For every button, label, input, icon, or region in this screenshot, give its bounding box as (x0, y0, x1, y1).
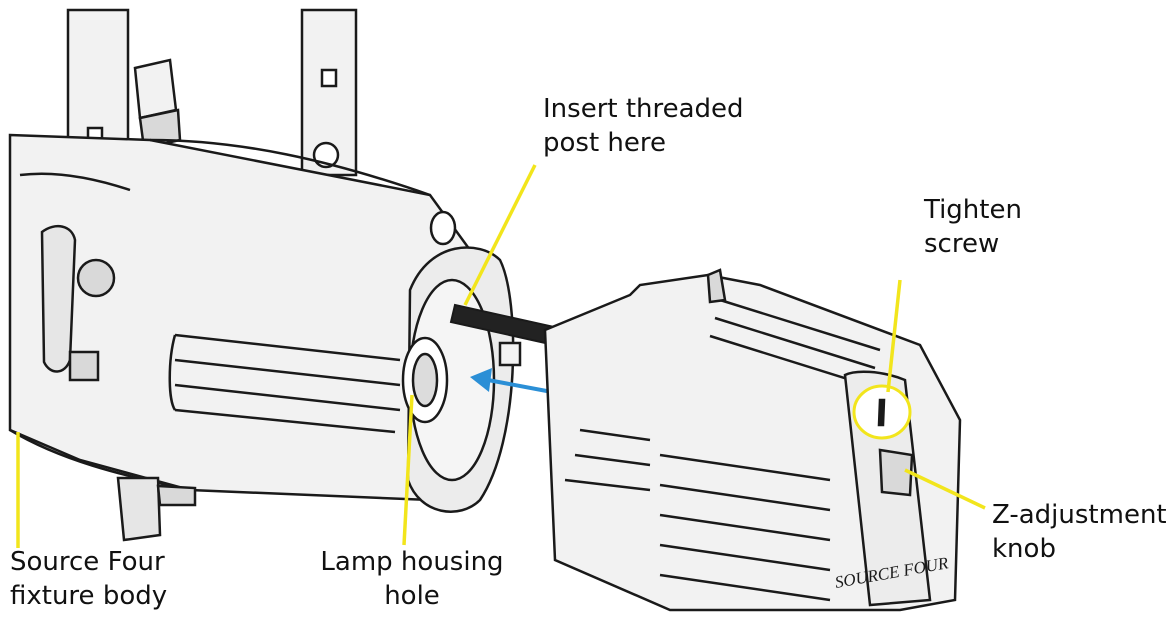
label-lamp-hole-line1: Lamp housing (312, 545, 512, 579)
label-tighten-screw: Tighten screw (924, 193, 1022, 261)
bottom-knob (118, 478, 195, 540)
label-tighten-screw-line2: screw (924, 227, 1022, 261)
label-z-adjust-line2: knob (992, 532, 1167, 566)
label-lamp-hole-line2: hole (312, 579, 512, 613)
label-insert-post-line2: post here (543, 126, 744, 160)
top-knob (135, 60, 180, 148)
lamp-housing-opening (403, 248, 520, 512)
lamp-cap (545, 270, 960, 610)
label-lamp-hole: Lamp housing hole (312, 545, 512, 613)
label-tighten-screw-line1: Tighten (924, 193, 1022, 227)
label-fixture-body-line2: fixture body (10, 579, 167, 613)
label-z-adjust-line1: Z-adjustment (992, 498, 1167, 532)
label-insert-post: Insert threaded post here (543, 92, 744, 160)
fixture-body (10, 135, 475, 500)
label-fixture-body: Source Four fixture body (10, 545, 167, 613)
label-insert-post-line1: Insert threaded (543, 92, 744, 126)
label-z-adjust: Z-adjustment knob (992, 498, 1167, 566)
label-fixture-body-line1: Source Four (10, 545, 167, 579)
